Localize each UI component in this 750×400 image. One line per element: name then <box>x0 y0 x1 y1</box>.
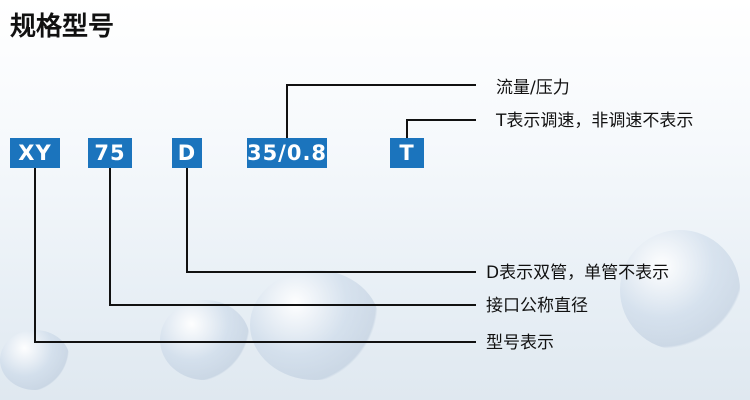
flow-connector <box>286 84 476 138</box>
code-size: 75 <box>88 138 132 168</box>
size-connector <box>109 168 476 306</box>
code-flow: 35/0.8 <box>247 138 327 168</box>
label-model: 型号表示 <box>486 333 554 353</box>
xy-connector <box>34 168 476 343</box>
background-bubble <box>250 270 380 380</box>
label-d-meaning: D表示双管，单管不表示 <box>486 263 670 283</box>
d-connector <box>186 168 476 273</box>
label-flow-pressure: 流量/压力 <box>496 78 570 98</box>
code-d: D <box>172 138 202 168</box>
label-t-meaning: T表示调速，非调速不表示 <box>496 111 694 131</box>
background-bubble <box>620 230 740 350</box>
label-diameter: 接口公称直径 <box>486 296 588 316</box>
page-title: 规格型号 <box>10 12 115 42</box>
background-bubble <box>160 300 250 380</box>
t-connector <box>406 119 476 138</box>
code-t: T <box>390 138 424 168</box>
code-xy: XY <box>10 138 60 168</box>
